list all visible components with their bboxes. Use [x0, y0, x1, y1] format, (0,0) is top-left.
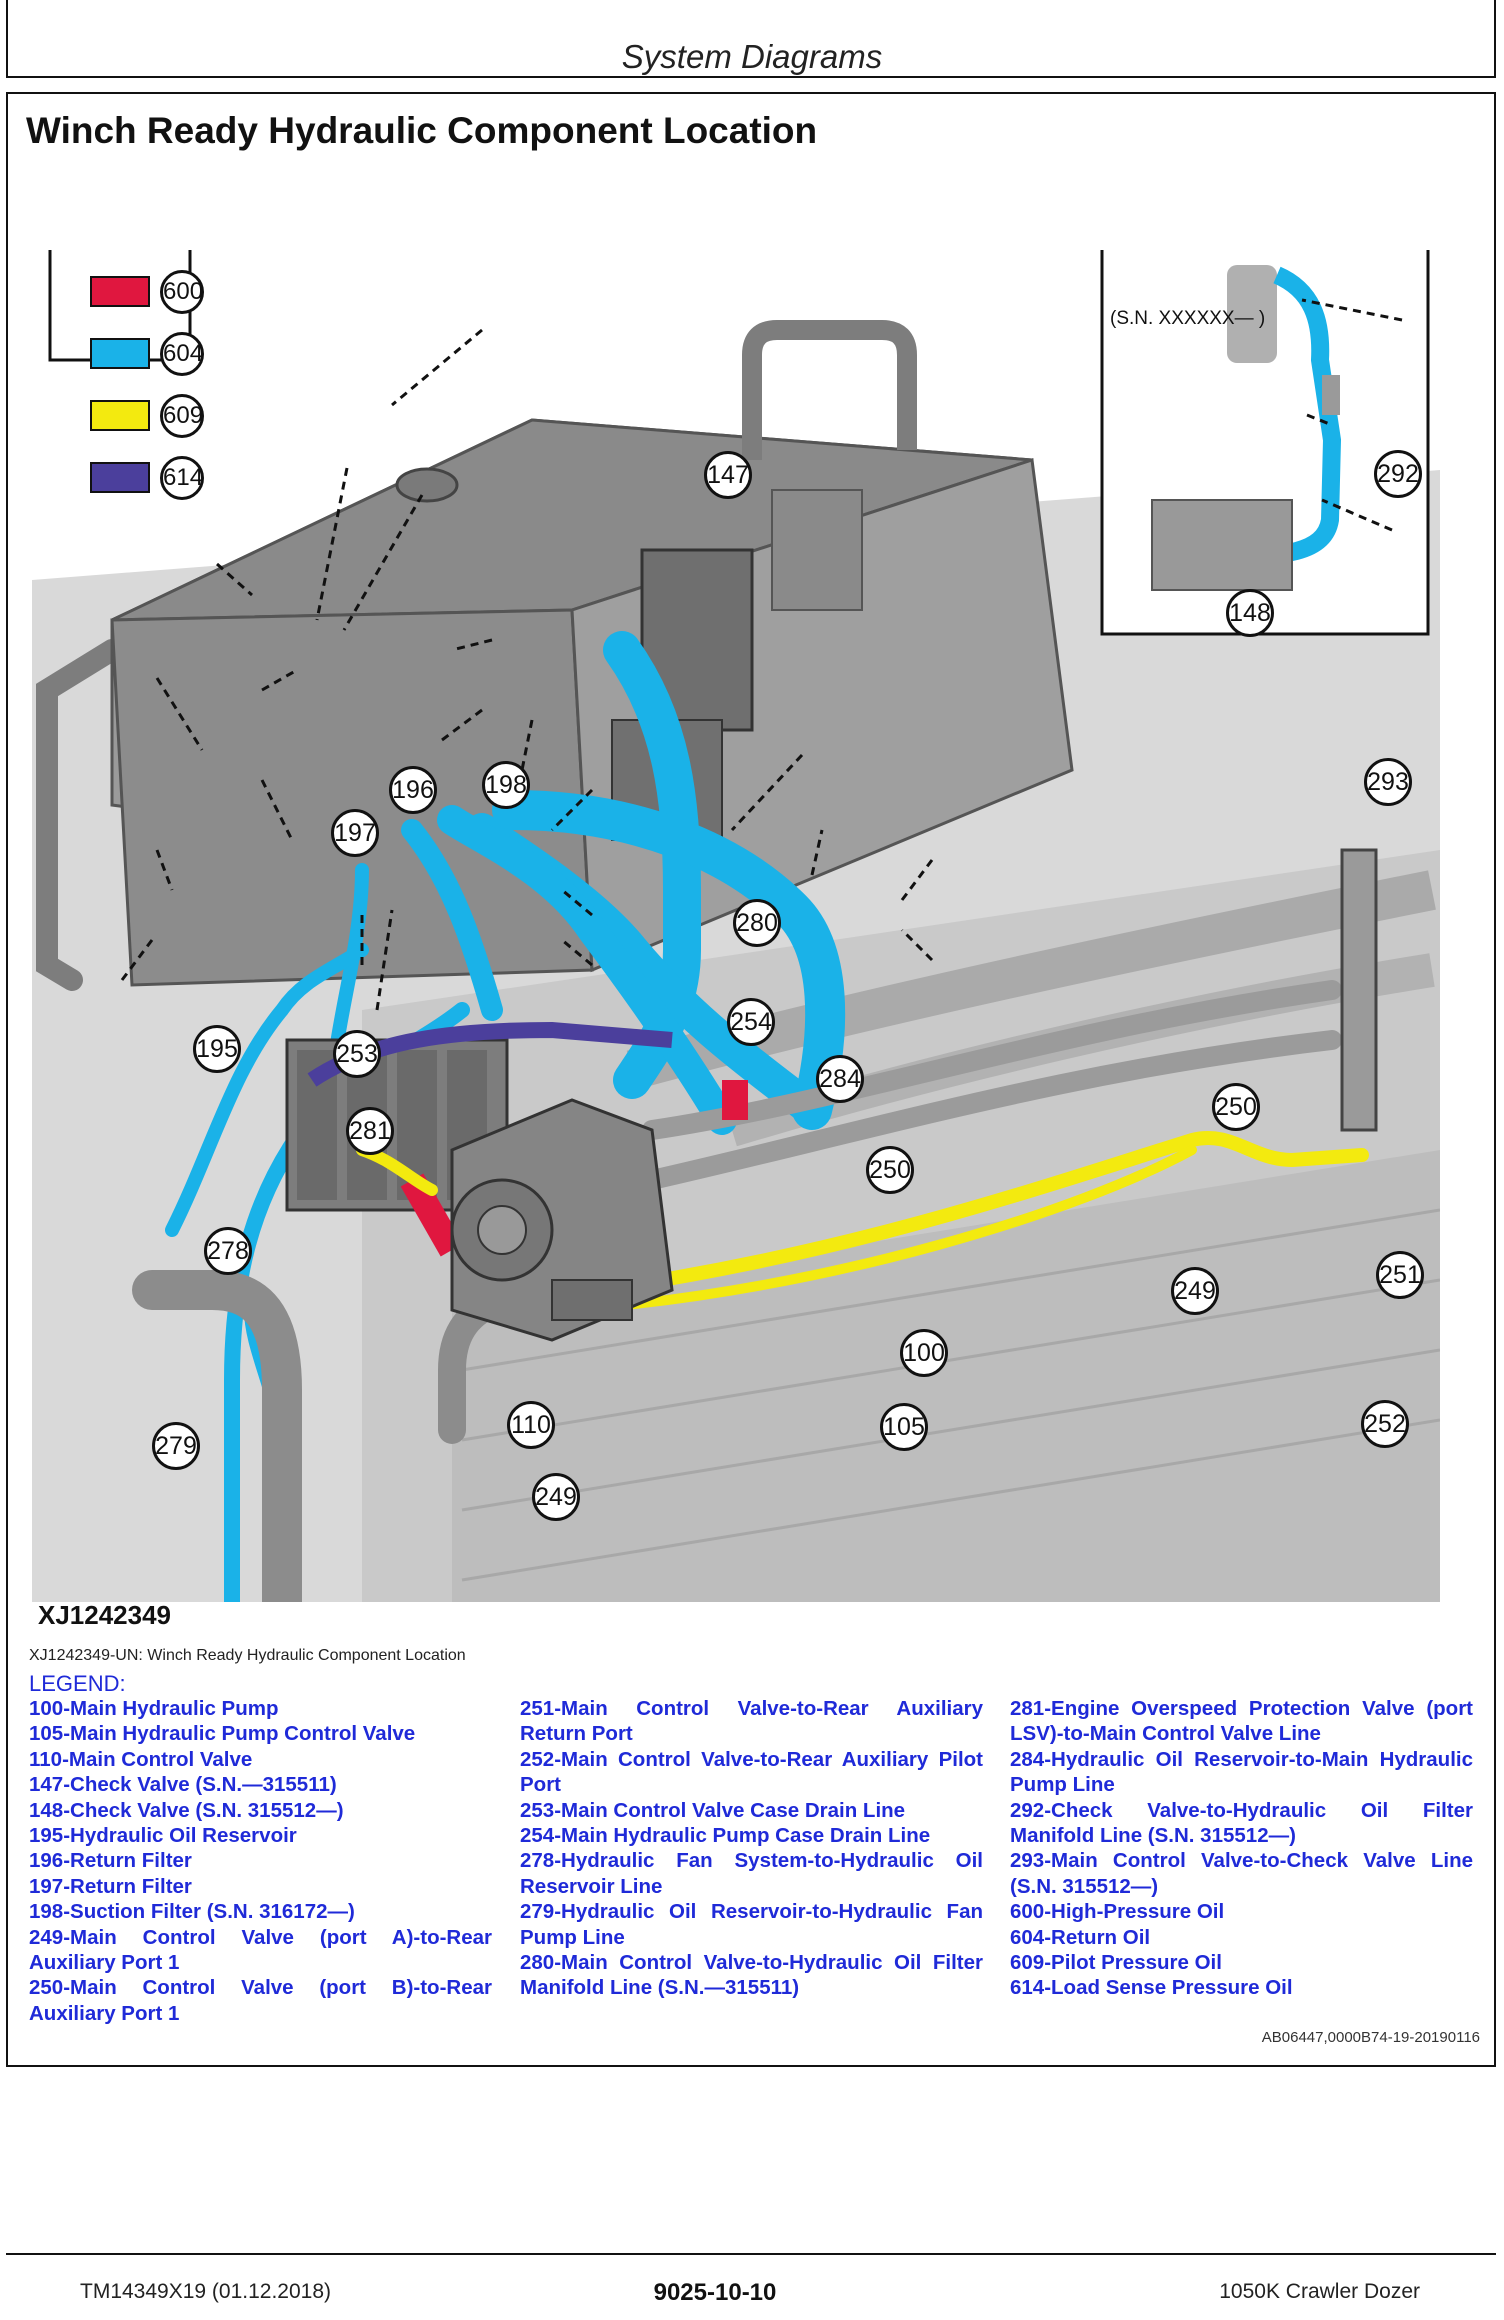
legend-entry: 600-High-Pressure Oil	[1010, 1900, 1225, 1924]
callout-105: 105	[880, 1403, 928, 1451]
callout-279: 279	[152, 1422, 200, 1470]
legend-entry: 253-Main Control Valve Case Drain Line	[520, 1798, 906, 1822]
rear-auxiliary-bracket	[1340, 848, 1378, 1132]
hydraulic-oil-reservoir	[36, 320, 1074, 991]
footer-divider	[6, 2253, 1496, 2255]
legend-entry: 100-Main Hydraulic Pump	[29, 1697, 279, 1720]
legend-entry: 250-Main Control Valve (port B)-to-Rear …	[29, 1976, 492, 2025]
footer-manual-id: TM14349X19 (01.12.2018)	[80, 2280, 332, 2303]
color-key-code: 614	[160, 456, 204, 500]
legend-entry: 147-Check Valve (S.N.—315511)	[29, 1773, 337, 1797]
legend-entry: 278-Hydraulic Fan System-to-Hydraulic Oi…	[520, 1849, 983, 1898]
document-reference: AB06447,0000B74-19-20190116	[1261, 2029, 1480, 2046]
legend-entry: 284-Hydraulic Oil Reservoir-to-Main Hydr…	[1010, 1747, 1473, 1797]
color-key-code: 604	[160, 332, 204, 376]
callout-249: 249	[532, 1473, 580, 1521]
section-title: Winch Ready Hydraulic Component Location	[26, 110, 818, 151]
callout-249: 249	[1171, 1267, 1219, 1315]
legend-entry: 249-Main Control Valve (port A)-to-Rear …	[29, 1925, 492, 1975]
legend-entry: 198-Suction Filter (S.N. 316172—)	[29, 1900, 355, 1924]
legend-column-3: 281-Engine Overspeed Protection Valve (p…	[1010, 1696, 1473, 2001]
callout-148: 148	[1226, 589, 1274, 637]
return-oil-swatch	[90, 338, 150, 369]
figure-caption: XJ1242349-UN: Winch Ready Hydraulic Comp…	[29, 1647, 466, 1664]
callout-278: 278	[204, 1227, 252, 1275]
serial-number-inset	[1100, 250, 1430, 636]
legend-entry: 197-Return Filter	[29, 1874, 192, 1898]
callout-197: 197	[331, 809, 379, 857]
callout-252: 252	[1361, 1400, 1409, 1448]
content-frame	[6, 92, 1496, 2067]
legend-entry: 293-Main Control Valve-to-Check Valve Li…	[1010, 1849, 1473, 1898]
legend-entry: 196-Return Filter	[29, 1849, 192, 1873]
main-hydraulic-pump	[450, 1098, 674, 1342]
color-key-code: 600	[160, 270, 204, 314]
callout-250: 250	[866, 1146, 914, 1194]
callout-198: 198	[482, 761, 530, 809]
legend-entry: 195-Hydraulic Oil Reservoir	[29, 1824, 297, 1848]
legend-entry: 148-Check Valve (S.N. 315512—)	[29, 1798, 344, 1822]
legend-entry: 254-Main Hydraulic Pump Case Drain Line	[520, 1824, 931, 1848]
legend-entry: 614-Load Sense Pressure Oil	[1010, 1976, 1293, 2000]
legend-entry: 292-Check Valve-to-Hydraulic Oil Filter …	[1010, 1798, 1473, 1848]
callout-284: 284	[816, 1055, 864, 1103]
callout-196: 196	[389, 766, 437, 814]
legend-entry: 280-Main Control Valve-to-Hydraulic Oil …	[520, 1951, 983, 2000]
callout-251: 251	[1376, 1251, 1424, 1299]
high-pressure-swatch	[90, 276, 150, 307]
legend-heading: LEGEND:	[29, 1671, 126, 1696]
legend-column-2: 251-Main Control Valve-to-Rear Auxiliary…	[520, 1696, 983, 2001]
legend-entry: 110-Main Control Valve	[29, 1747, 253, 1771]
pilot-pressure-swatch	[90, 400, 150, 431]
inset-serial-label: (S.N. XXXXXX— )	[1110, 308, 1266, 329]
callout-195: 195	[193, 1025, 241, 1073]
footer-machine-name: 1050K Crawler Dozer	[1219, 2280, 1420, 2303]
figure-id: XJ1242349	[38, 1600, 172, 1630]
legend-entry: 281-Engine Overspeed Protection Valve (p…	[1010, 1697, 1473, 1746]
high-pressure-line	[400, 1173, 464, 1257]
legend-entry: 105-Main Hydraulic Pump Control Valve	[29, 1722, 416, 1746]
load-sense-swatch	[90, 462, 150, 493]
callout-147: 147	[704, 451, 752, 499]
header-frame	[6, 0, 1496, 78]
legend-entry: 251-Main Control Valve-to-Rear Auxiliary…	[520, 1697, 983, 1746]
legend-entry: 604-Return Oil	[1010, 1925, 1151, 1949]
legend-entry: 609-Pilot Pressure Oil	[1010, 1951, 1222, 1975]
header-title: System Diagrams	[621, 38, 883, 75]
callout-293: 293	[1364, 758, 1412, 806]
legend-entry: 279-Hydraulic Oil Reservoir-to-Hydraulic…	[520, 1900, 983, 1949]
color-key-code: 609	[160, 394, 204, 438]
callout-250: 250	[1212, 1083, 1260, 1131]
callout-110: 110	[507, 1401, 555, 1449]
callout-292: 292	[1374, 450, 1422, 498]
callout-253: 253	[333, 1030, 381, 1078]
callout-100: 100	[900, 1329, 948, 1377]
footer-page-number: 9025-10-10	[653, 2279, 777, 2306]
callout-280: 280	[733, 899, 781, 947]
callout-281: 281	[346, 1107, 394, 1155]
callout-254: 254	[727, 998, 775, 1046]
legend-entry: 252-Main Control Valve-to-Rear Auxiliary…	[520, 1747, 983, 1797]
